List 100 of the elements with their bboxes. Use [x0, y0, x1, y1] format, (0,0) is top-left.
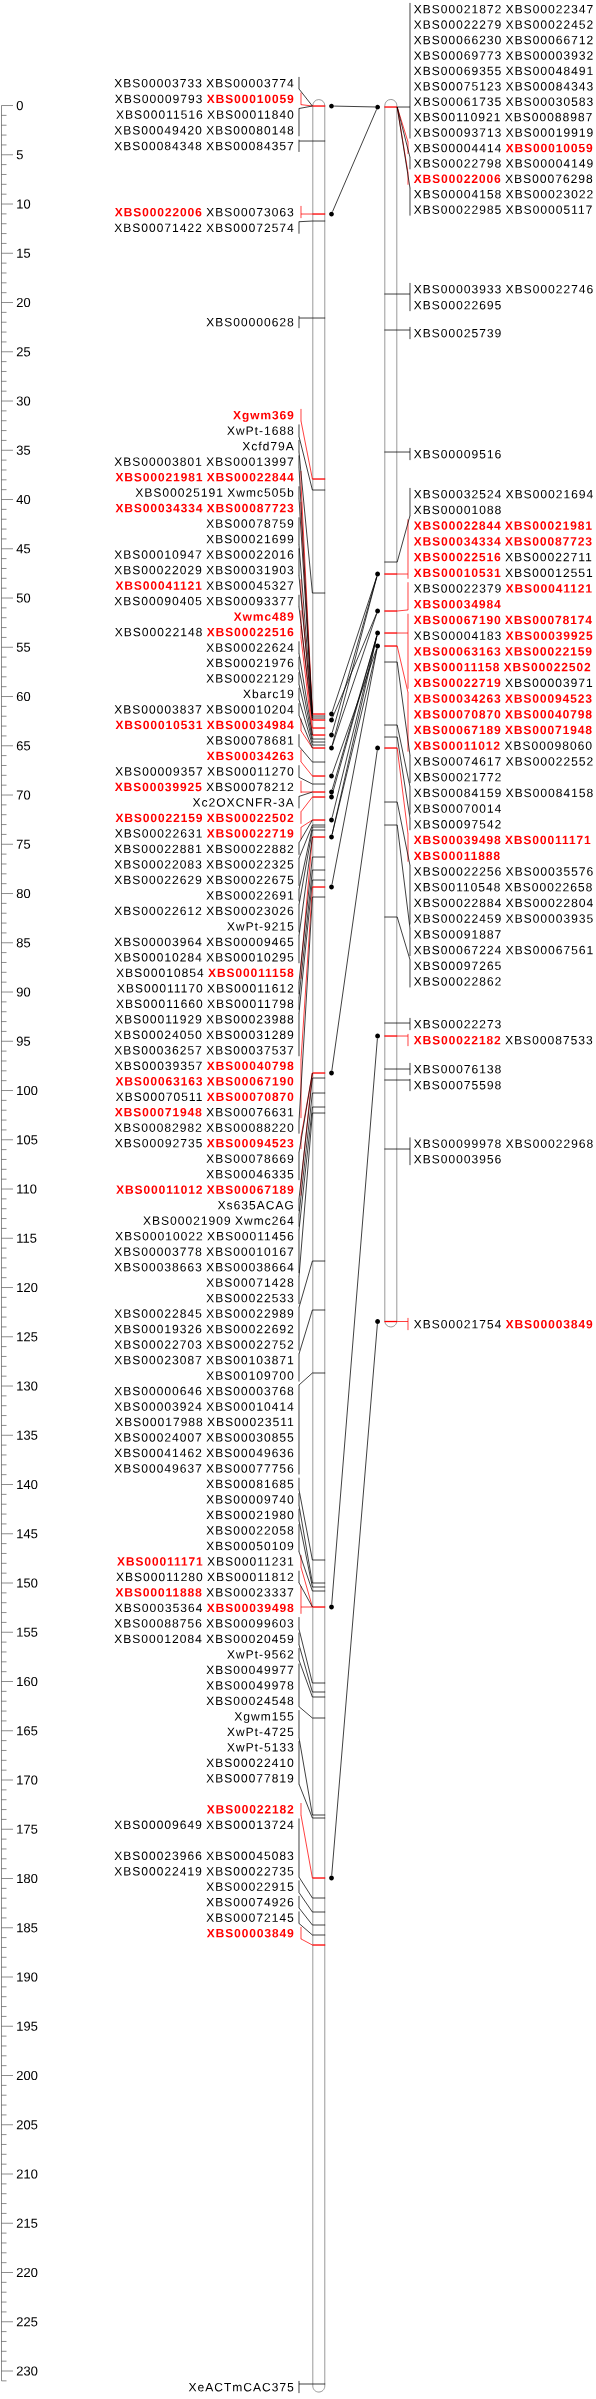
- marker-label: XBS00011158 XBS00022502: [413, 662, 591, 672]
- marker-label: XBS00084348 XBS00084357: [114, 141, 294, 151]
- marker-label: XBS00003924 XBS00010414: [114, 1402, 294, 1411]
- marker-label: XBS00022862: [413, 977, 501, 986]
- leader-line: [396, 824, 411, 957]
- marker-label: XBS00110548 XBS00022658: [413, 882, 592, 892]
- leader-line: [298, 1911, 313, 1936]
- marker-label: XBS00077819: [206, 1774, 294, 1783]
- marker-label: XBS00097542: [413, 820, 501, 829]
- connector-line: [331, 613, 378, 746]
- scale-label: 170: [17, 1775, 38, 1785]
- marker-label: XBS00022279 XBS00022452: [413, 20, 593, 29]
- marker-label: XBS00034334 XBS00087723: [115, 503, 294, 513]
- marker-label: XBS00025191 Xwmc505b: [135, 488, 294, 497]
- leader-line: [298, 105, 313, 137]
- leader-line: [300, 886, 313, 1119]
- marker-label: XBS00004183 XBS00039925: [413, 631, 593, 640]
- marker-label: XBS00049420 XBS00080148: [114, 126, 294, 135]
- marker-label: XBS00003778 XBS00010167: [114, 1247, 294, 1256]
- marker-label: XBS00034263: [206, 751, 294, 761]
- leader-line: [298, 836, 313, 964]
- marker-label: XBS00022624: [206, 643, 294, 652]
- leader-line: [298, 829, 313, 933]
- scale-label: 20: [16, 297, 31, 308]
- marker-label: XBS00021976: [206, 658, 294, 668]
- leader-line: [298, 1880, 313, 1913]
- marker-label: XBS00067224 XBS00067561: [413, 945, 593, 955]
- scale-label: 5: [16, 150, 23, 160]
- marker-label: XBS00011170 XBS00011612: [117, 984, 294, 993]
- scale-label: 220: [16, 2267, 38, 2278]
- marker-label: XBS00035364 XBS00039498: [115, 1603, 294, 1613]
- marker-label: XBS00022844 XBS00021981: [413, 521, 592, 530]
- leader-line: [298, 856, 313, 995]
- leader-line: [298, 671, 313, 743]
- marker-label: XBS00025739: [413, 328, 501, 338]
- marker-label: XBS00024548: [206, 1696, 294, 1706]
- marker-label: XBS00070511 XBS00070870: [115, 1092, 294, 1102]
- marker-label: XBS00063163 XBS00067190: [115, 1077, 294, 1086]
- marker-label: XwPt-1688: [227, 426, 294, 435]
- leader-line: [396, 2, 411, 139]
- marker-label: XBS00022410: [206, 1758, 294, 1767]
- marker-label: XBS00000646 XBS00003768: [114, 1386, 294, 1396]
- scale-label: 60: [16, 691, 31, 702]
- marker-label: XBS00063163 XBS00022159: [413, 647, 592, 656]
- marker-label: XBS00070014: [413, 804, 501, 813]
- scale-label: 205: [16, 2120, 38, 2130]
- connector-line: [332, 613, 377, 718]
- marker-label: XwPt-4725: [227, 1727, 294, 1737]
- marker-label: XBS00003837 XBS00010204: [114, 705, 294, 714]
- leader-line: [396, 1017, 411, 1031]
- marker-label: XBS00022533: [206, 1293, 294, 1303]
- marker-label: XBS00022845 XBS00022989: [114, 1309, 294, 1318]
- leader-line: [298, 1112, 313, 1305]
- scale-label: 0: [16, 100, 23, 111]
- scale-label: 100: [17, 1085, 38, 1096]
- marker-label: XBS00004158 XBS00023022: [413, 189, 593, 199]
- marker-label: XBS00022419 XBS00022735: [114, 1867, 294, 1876]
- marker-label: XBS00022182 XBS00087533: [413, 1035, 593, 1045]
- marker-label: XBS00022182: [206, 1805, 294, 1814]
- marker-label: XBS00066230 XBS00066712: [413, 35, 593, 45]
- marker-label: XBS00022006 XBS00073063: [114, 207, 294, 217]
- leader-line: [298, 1092, 313, 1227]
- leader-line: [298, 1523, 313, 1592]
- marker-label: XBS00011012 XBS00098060: [413, 741, 592, 750]
- marker-label: XBS00017988 XBS00023511: [115, 1417, 294, 1427]
- leader-line: [298, 640, 313, 736]
- scale-label: 10: [17, 199, 31, 209]
- leader-line: [396, 661, 411, 784]
- marker-label: XBS00022691: [206, 891, 294, 900]
- marker-label: XBS00023087 XBS00103871: [114, 1355, 294, 1365]
- leader-line: [298, 1508, 313, 1588]
- marker-label: XBS00000628: [206, 317, 294, 327]
- marker-label: XBS00091887: [413, 930, 501, 939]
- marker-label: XBS00088756 XBS00099603: [114, 1619, 294, 1628]
- marker-label: XBS00003956: [413, 1154, 501, 1164]
- marker-label: XBS00081685: [206, 1479, 294, 1489]
- leader-line: [298, 1260, 313, 1351]
- leader-line: [300, 749, 313, 777]
- scale-label: 50: [16, 593, 31, 603]
- leader-line: [298, 819, 313, 856]
- leader-line: [396, 747, 409, 863]
- leader-line: [298, 1709, 313, 1816]
- leader-line: [298, 656, 313, 740]
- leader-line: [396, 724, 411, 815]
- leader-line: [298, 139, 313, 153]
- marker-label: XBS00022798 XBS00004149: [413, 159, 593, 168]
- marker-label: XBS00039498 XBS00011171: [413, 835, 591, 845]
- marker-label: XBS00001088: [413, 505, 501, 515]
- leader-line: [298, 439, 313, 594]
- marker-label: XBS00010531 XBS00034984: [115, 720, 294, 730]
- leader-line: [298, 896, 313, 1134]
- leader-line: [298, 1616, 313, 1684]
- leader-line: [300, 1585, 313, 1615]
- marker-label: XBS00021872 XBS00022347: [413, 4, 593, 14]
- marker-label: XBS00022379 XBS00041121: [413, 584, 592, 593]
- leader-line: [300, 92, 313, 107]
- leader-line: [300, 780, 313, 794]
- leader-line: [396, 1317, 409, 1331]
- marker-label: XBS00022985 XBS00005117: [413, 205, 592, 214]
- marker-label: Xc2OXCNFR-3A: [192, 798, 294, 807]
